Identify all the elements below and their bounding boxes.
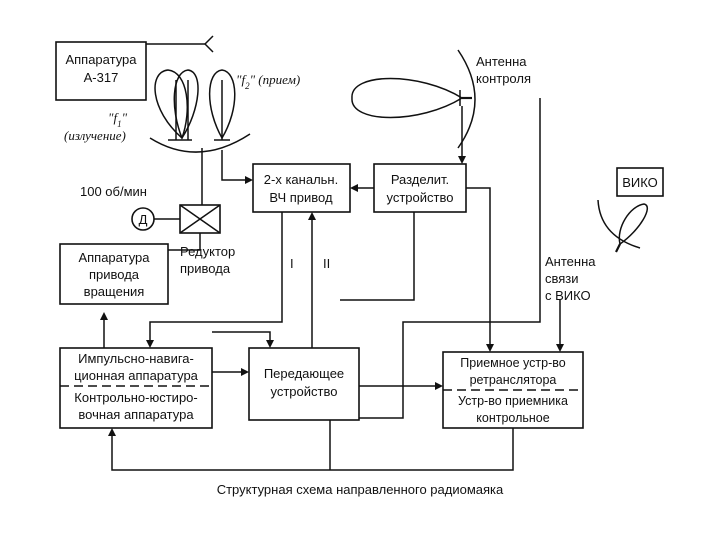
transmitter-block: Передающее устройство: [248, 347, 360, 421]
motor-label: Д: [139, 212, 148, 227]
receiver-ctrl-label-line2: контрольное: [476, 411, 549, 425]
control-adj-label-line2: вочная аппаратура: [78, 407, 194, 422]
antenna-control: [351, 49, 476, 149]
rotation-label-line3: вращения: [84, 284, 145, 299]
transmitter-label-line1: Передающее: [264, 366, 344, 381]
viko-label: ВИКО: [622, 175, 658, 190]
reducer: [179, 204, 221, 234]
receiver-to-control-adj: [111, 428, 514, 471]
rotation-label-line1: Аппаратура: [78, 250, 150, 265]
pulse-nav-to-transmitter: [212, 331, 271, 342]
receiver-ctrl-label-line1: Устр-во приемника: [458, 394, 568, 408]
emission-label: (излучение): [64, 128, 126, 143]
receiver-block: Приемное устр-во ретранслятора Устр-во п…: [442, 351, 584, 429]
f1-label: "f1": [108, 110, 128, 129]
pulse-nav-block: Импульсно-навига- ционная аппаратура Кон…: [59, 347, 213, 429]
pulse-nav-label-line1: Импульсно-навига-: [78, 351, 194, 366]
a317-block: Аппаратура А-317: [55, 41, 147, 101]
rotation-label-line2: привода: [89, 267, 140, 282]
reducer-label-line2: привода: [180, 261, 231, 276]
directional-antenna-lobes: [149, 69, 251, 205]
antenna-control-label-line2: контроля: [476, 71, 531, 86]
rotation-drive-block: Аппаратура привода вращения: [59, 243, 169, 305]
reducer-to-rotation: [168, 233, 201, 251]
channel-2-label: II: [323, 256, 330, 271]
transmitter-label-line2: устройство: [271, 384, 338, 399]
reducer-label-line1: Редуктор: [180, 244, 235, 259]
splitter-label-line1: Разделит.: [391, 172, 449, 187]
a317-label-line2: А-317: [84, 70, 119, 85]
antenna-link-label-line1: Антенна: [545, 254, 596, 269]
vch-drive-label-line1: 2-х канальн.: [264, 172, 338, 187]
channel-1-label: I: [290, 256, 294, 271]
antenna-control-label-line1: Антенна: [476, 54, 527, 69]
viko-block: ВИКО: [616, 167, 664, 197]
splitter-label-line2: устройство: [387, 190, 454, 205]
antenna-link: [597, 199, 649, 253]
motor: Д: [131, 207, 155, 231]
pulse-nav-label-line2: ционная аппаратура: [74, 368, 199, 383]
receiver-relay-label-line2: ретранслятора: [470, 373, 557, 387]
splitter-block: Разделит. устройство: [373, 163, 467, 213]
f2-label: "f2" (прием): [236, 72, 300, 91]
rpm-label: 100 об/мин: [80, 184, 147, 199]
a317-label-line1: Аппаратура: [65, 52, 137, 67]
antenna-link-feed: [359, 98, 541, 419]
control-adj-label-line1: Контрольно-юстиро-: [74, 390, 197, 405]
receiver-relay-label-line1: Приемное устр-во: [460, 356, 565, 370]
channel-1-line: [149, 212, 283, 342]
splitter-to-receiver: [466, 187, 491, 346]
vch-drive-block: 2-х канальн. ВЧ привод: [252, 163, 351, 213]
splitter-to-transmitter: [340, 212, 415, 301]
antenna-link-label-line3: с ВИКО: [545, 288, 591, 303]
antenna-link-label-line2: связи: [545, 271, 579, 286]
a317-stub-antenna: [204, 35, 214, 53]
feed-to-vch-drive: [221, 150, 247, 181]
vch-drive-label-line2: ВЧ привод: [269, 190, 333, 205]
diagram-caption: Структурная схема направленного радиомая…: [217, 482, 504, 497]
